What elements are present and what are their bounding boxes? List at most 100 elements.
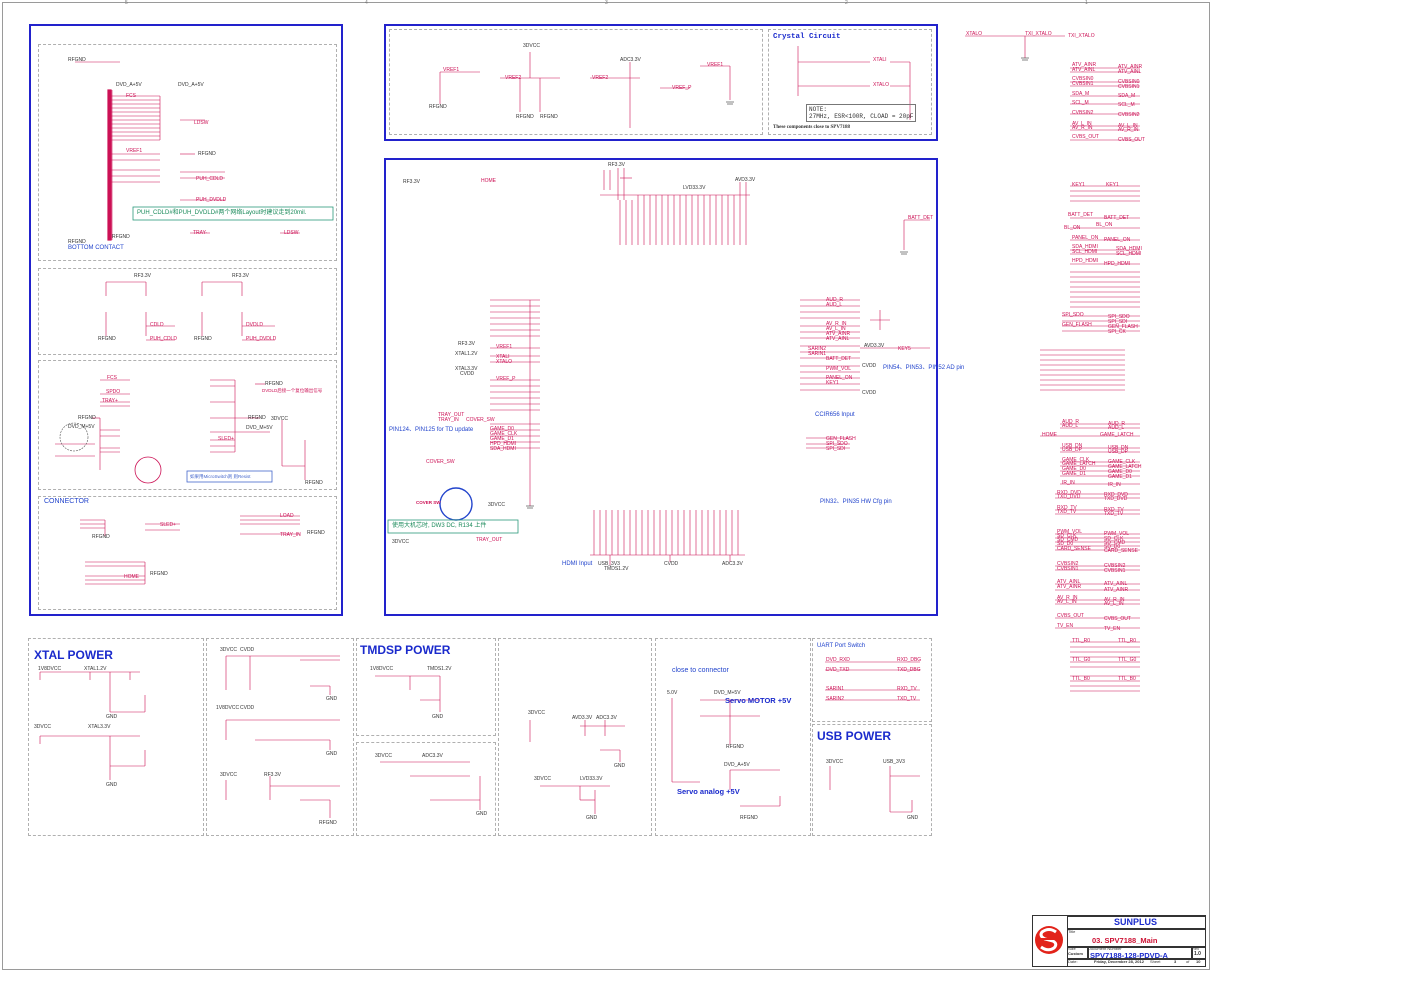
net-label: XTAL1.2V — [455, 351, 478, 357]
net-label: TTL_R0 — [1072, 638, 1091, 644]
net-label: RF3.3V — [264, 772, 281, 778]
net-label: GAME_CLK — [1108, 459, 1136, 465]
net-label: DVDLD — [246, 322, 263, 328]
net-label: RF3.3V — [458, 341, 475, 347]
servo-motor-label: Servo MOTOR +5V — [725, 696, 792, 705]
net-label: RXD_TV — [1057, 505, 1077, 511]
net-label: RFGND — [265, 381, 283, 387]
net-label: ATV_AINL — [1118, 69, 1142, 75]
net-label: ATV_AINL — [1057, 579, 1081, 585]
cover-switch-label: COVER SW — [416, 500, 441, 505]
crystal-circuit-title: Crystal Circuit — [773, 33, 841, 41]
net-label: RF3.3V — [608, 162, 625, 168]
net-label: LDSW — [194, 120, 209, 126]
servo-analog-label: Servo analog +5V — [677, 787, 740, 796]
doc-number-label: Document Number — [1088, 946, 1122, 951]
net-label: CVBS_OUT — [1057, 613, 1084, 619]
net-label: SD_CMD — [1057, 537, 1079, 543]
of-label: of — [1186, 959, 1190, 964]
rev-label: Rev — [1192, 946, 1200, 951]
net-label: TXD_TV — [1057, 509, 1077, 515]
net-label: IR_IN — [1062, 480, 1075, 486]
net-label: SPDO — [106, 389, 121, 395]
title-block-cell — [1191, 946, 1206, 960]
bottom-contact-area — [38, 44, 337, 261]
net-label: VREF2 — [592, 75, 609, 81]
net-label: RFGND — [429, 104, 447, 110]
net-label: SPI_CK — [1108, 329, 1126, 335]
net-label: TXD_DVD — [1104, 496, 1128, 502]
net-label: GAME_D1 — [1062, 471, 1086, 477]
net-label: LVD33.3V — [580, 776, 603, 782]
net-label: GND — [432, 714, 444, 720]
net-label: KEY1 — [1106, 182, 1119, 188]
pcb-layout-note: PUH_CDLD#和PUH_DVDLD#两个网络Layout时建议走到20mil… — [137, 210, 307, 216]
net-label: RFGND — [307, 530, 325, 536]
net-label: ATV_AINR — [1057, 584, 1082, 590]
net-label: AVD3.3V — [572, 715, 593, 721]
net-label: USB_3V3 — [598, 561, 620, 567]
usb-power-area — [812, 724, 932, 836]
rev-value: 1.0 — [1194, 951, 1201, 957]
net-label: BATT_DET — [908, 215, 934, 221]
net-label: ADC3.3V — [596, 715, 617, 721]
net-label: PUH_DVDLD — [246, 336, 277, 342]
ruler-mark: 1 — [1085, 0, 1088, 6]
net-label: TRAY- — [193, 230, 208, 236]
net-label: PANEL_ON — [1104, 237, 1131, 243]
net-label: USB_DP — [1062, 447, 1083, 453]
net-label: AVD3.3V — [864, 343, 885, 349]
net-label: AUD_R — [826, 297, 843, 303]
net-label: RFGND — [78, 415, 96, 421]
net-label: SD_CLK — [1104, 536, 1124, 542]
net-label: SDA_M — [1118, 93, 1136, 99]
net-label: 3DVCC — [271, 416, 288, 422]
size-label: Size — [1068, 946, 1076, 951]
net-label: RFGND — [198, 151, 216, 157]
net-label: PWM_VOL — [1057, 529, 1083, 535]
net-label: 5.0V — [667, 690, 678, 696]
net-label: USB_DP — [1108, 449, 1129, 455]
date-value: Friday, December 28, 2012 — [1094, 959, 1144, 964]
net-label: TTL_R0 — [1118, 638, 1137, 644]
net-label: 3DVCC — [220, 647, 237, 653]
net-label: XTALO — [873, 82, 890, 88]
net-label: PUH_CDLD — [196, 176, 223, 182]
net-label: 3DVCC — [392, 539, 409, 545]
net-label: USB_3V3 — [883, 759, 905, 765]
net-label: TTL_G0 — [1118, 657, 1137, 663]
net-label: TV_EN — [1104, 626, 1121, 632]
net-label: TMDS1.2V — [427, 666, 452, 672]
net-label: BL_ON — [1096, 222, 1113, 228]
date-label: Date: — [1068, 959, 1078, 964]
net-label: FCS — [126, 93, 136, 99]
laser-driver-area — [38, 268, 337, 355]
net-label: RXD_DVD — [1057, 490, 1081, 496]
net-label: GEN_FLASH — [1062, 322, 1092, 328]
net-label: AV_L_IN — [1118, 123, 1138, 129]
net-label: PUH_CDLD — [150, 336, 177, 342]
usb-power-title: USB POWER — [817, 729, 892, 743]
net-label: SCL_HDMI — [1116, 251, 1142, 257]
net-label: BL_ON — [1064, 225, 1081, 231]
net-label: COVER_SW — [466, 417, 495, 423]
net-label: SLED+ — [160, 522, 176, 528]
net-label: XTAL1.2V — [84, 666, 107, 672]
net-label: SDA_HDMI — [490, 446, 516, 452]
net-label: KEY1 — [826, 380, 839, 386]
ruler-mark: 4 — [365, 0, 368, 6]
connector-title: CONNECTOR — [44, 498, 89, 505]
crystal-note-line: NOTE: — [809, 106, 828, 113]
net-label: GND — [614, 763, 626, 769]
net-label: AVD3.3V — [735, 177, 756, 183]
net-label: RXD_DBG — [897, 657, 922, 663]
net-label: AUD_R — [1108, 421, 1125, 427]
size-value: Custom — [1068, 951, 1083, 956]
net-label: GEN_FLASH — [1108, 324, 1138, 330]
net-label: GND — [586, 815, 598, 821]
sheet-frame — [2, 2, 1210, 970]
net-label: ATV_AINR — [1104, 587, 1129, 593]
main-ic-block — [384, 158, 938, 616]
net-label: CVBSIN1 — [1104, 568, 1126, 574]
